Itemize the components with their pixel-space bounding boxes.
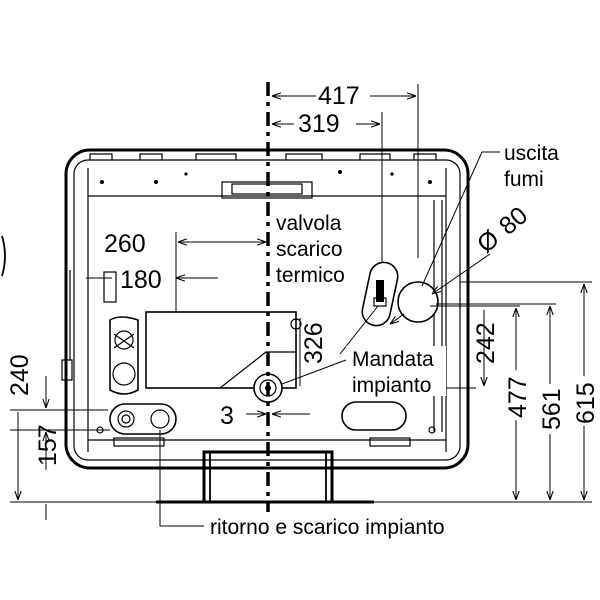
- flue-outlet: [397, 281, 439, 323]
- dim-319: 319: [272, 110, 383, 262]
- dim-260: 260: [104, 230, 266, 312]
- label-valvola: valvola scarico termico: [272, 208, 379, 355]
- uscita-label-line1: uscita: [504, 142, 559, 165]
- dim-180-label: 180: [120, 266, 162, 294]
- dim-417: 417: [272, 82, 419, 258]
- dim-326-label: 326: [300, 322, 328, 364]
- uscita-label-line2: fumi: [504, 168, 544, 191]
- label-ritorno: ritorno e scarico impianto: [159, 430, 445, 539]
- dim-326: 326: [299, 318, 328, 386]
- dim-260-label: 260: [104, 230, 146, 258]
- dim-417-label: 417: [318, 82, 360, 110]
- diameter-value: 80: [494, 201, 533, 240]
- dim-3-label: 3: [220, 402, 234, 430]
- label-mandata: Mandata impianto: [281, 346, 446, 397]
- dim-615: 615: [330, 281, 600, 503]
- ritorno-label: ritorno e scarico impianto: [210, 516, 445, 539]
- mandata-label-line2: impianto: [352, 374, 431, 397]
- dim-157-label: 157: [34, 424, 62, 466]
- valvola-label-line2: scarico: [276, 238, 343, 261]
- mandata-label-line1: Mandata: [352, 348, 434, 371]
- diameter-symbol: Ø: [472, 225, 505, 259]
- label-uscita-fumi: uscita fumi: [421, 142, 559, 287]
- boiler-inner-frame: [73, 159, 461, 461]
- dim-157: 157: [10, 412, 200, 520]
- dim-242-label: 242: [472, 322, 500, 364]
- dim-477-label: 477: [504, 376, 532, 418]
- dim-561: 561: [436, 303, 566, 500]
- dim-319-label: 319: [298, 110, 340, 138]
- valvola-label-line3: termico: [276, 264, 345, 287]
- pump-body: [109, 316, 139, 395]
- dim-180: 180: [86, 266, 218, 294]
- dim-3: 3: [220, 402, 310, 430]
- return-connector: [109, 403, 177, 435]
- bottom-slot: [341, 401, 407, 431]
- dim-561-label: 561: [538, 388, 566, 430]
- dim-242: 242: [446, 310, 500, 389]
- dim-240-label: 240: [6, 354, 34, 396]
- valvola-label-line1: valvola: [276, 212, 342, 235]
- dim-477: 477: [430, 305, 532, 500]
- dim-240: 240: [6, 354, 108, 411]
- dim-615-label: 615: [572, 382, 600, 424]
- edge-fragment: [1, 235, 6, 277]
